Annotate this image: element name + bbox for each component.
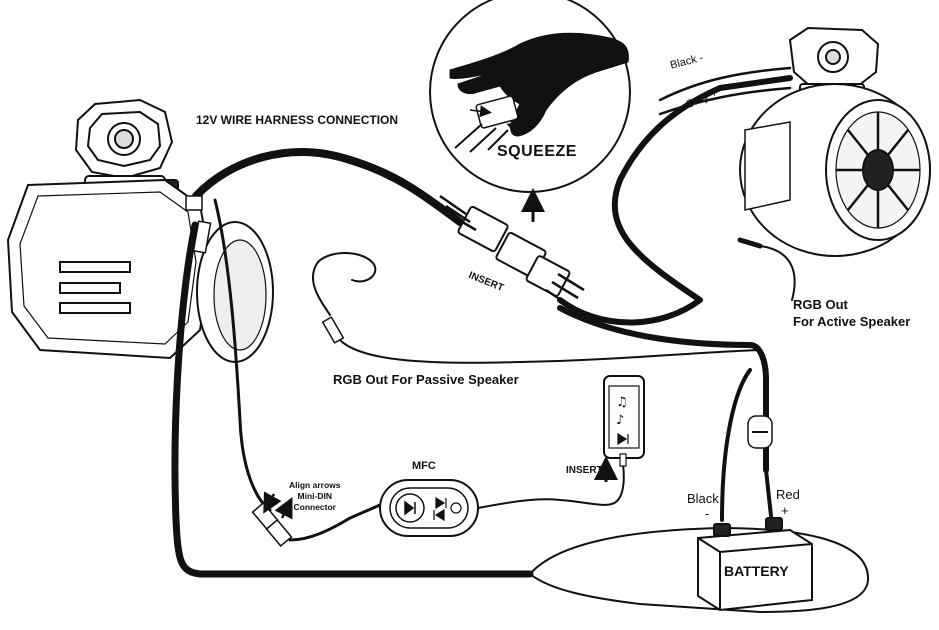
rgb-out-active-line1: RGB Out xyxy=(793,297,848,312)
battery-plus-label: + xyxy=(781,503,789,518)
harness-label: 12V WIRE HARNESS CONNECTION xyxy=(196,113,399,127)
insert-phone-label: INSERT xyxy=(566,465,603,476)
hand-icon xyxy=(449,32,629,137)
battery-red-label: Red xyxy=(776,487,800,502)
rgb-out-active-label: RGB Out For Active Speaker xyxy=(793,296,910,330)
squeeze-inset xyxy=(429,0,631,193)
svg-text:♫: ♫ xyxy=(616,395,628,410)
mfc-label: MFC xyxy=(412,460,436,472)
align-line1: Align arrows xyxy=(289,480,341,490)
align-line3: Connector xyxy=(293,502,336,512)
rgb-out-passive-label: RGB Out For Passive Speaker xyxy=(333,372,519,387)
mini-din-connector xyxy=(251,491,293,547)
battery-black-label: Black xyxy=(687,491,719,506)
mfc-controller-icon xyxy=(379,479,479,537)
rgb-out-active-line2: For Active Speaker xyxy=(793,314,911,329)
wire-harness xyxy=(171,66,870,613)
fuse-icon xyxy=(747,415,773,449)
battery-label: BATTERY xyxy=(724,563,789,579)
harness-connector xyxy=(439,194,585,308)
battery-minus-label: - xyxy=(705,506,710,521)
passive-speaker-rca xyxy=(192,220,212,254)
align-line2: Mini-DIN xyxy=(297,491,332,501)
active-speaker-icon xyxy=(739,26,931,257)
passive-speaker-plug xyxy=(185,195,203,211)
svg-text:♪: ♪ xyxy=(616,413,624,428)
align-arrows-label: Align arrows Mini-DIN Connector xyxy=(289,480,340,513)
squeeze-label: SQUEEZE xyxy=(497,143,577,160)
passive-speaker-icon xyxy=(6,98,274,363)
smartphone-icon: ♫ ♪ xyxy=(603,375,645,467)
battery-icon xyxy=(697,517,813,612)
